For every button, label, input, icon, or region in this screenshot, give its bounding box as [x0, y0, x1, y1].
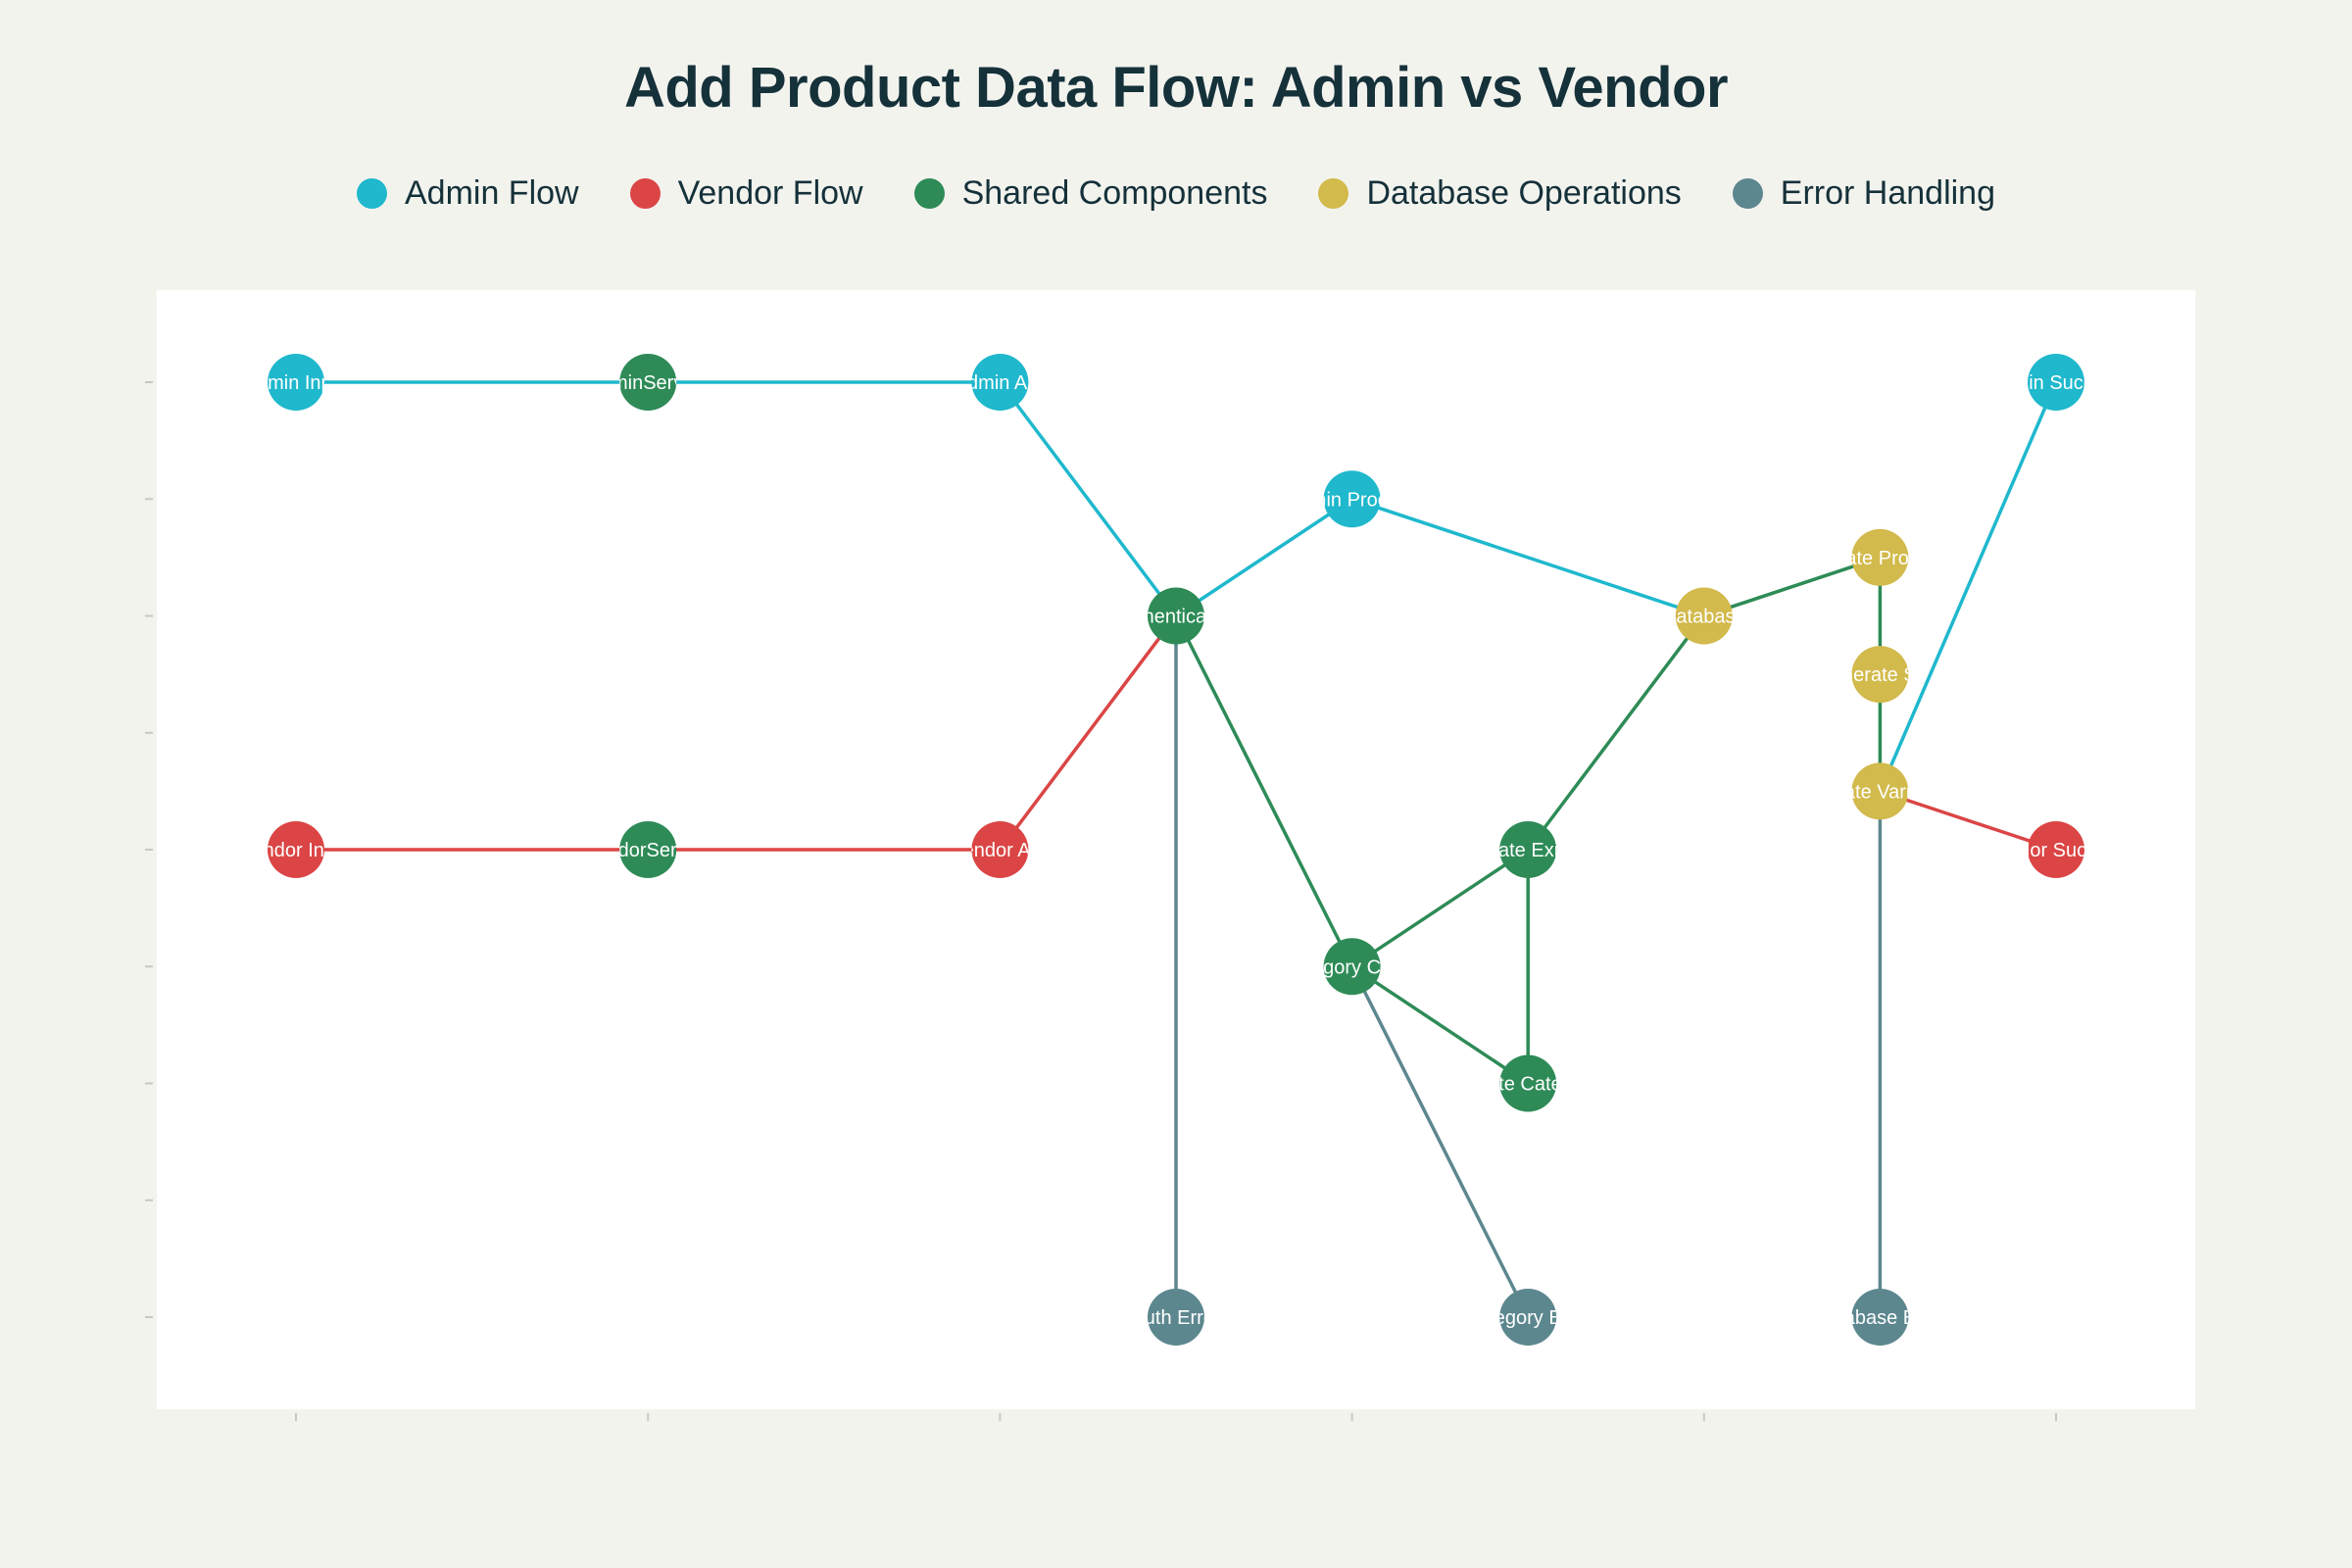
legend-item[interactable]: Database Operations — [1318, 174, 1682, 213]
legend-item[interactable]: Shared Components — [913, 174, 1268, 213]
node-label: Auth Error — [1131, 1307, 1220, 1329]
node-marker — [1499, 1054, 1557, 1112]
legend-label: Error Handling — [1780, 174, 1995, 212]
node-label: Vendor API — [951, 840, 1049, 861]
edge-line — [1349, 964, 1530, 1086]
legend-label: Database Operations — [1366, 174, 1682, 212]
edge-line — [998, 380, 1178, 618]
node-label: Category Error — [1464, 1307, 1592, 1329]
edge-line — [1174, 613, 1354, 968]
legend-marker — [356, 178, 387, 209]
legend-marker — [1732, 178, 1763, 209]
edge-line — [1349, 848, 1530, 968]
edge-line — [998, 613, 1178, 852]
legend-marker — [913, 178, 945, 209]
node-label: Create Variants — [1813, 781, 1947, 803]
node-label: Database — [1662, 607, 1746, 628]
edge-line — [1702, 556, 1883, 618]
node-marker — [971, 354, 1029, 411]
edge-line — [1174, 497, 1354, 618]
node-label: Vendor Input — [240, 840, 352, 861]
node-marker — [1499, 821, 1557, 878]
edge-line — [1526, 613, 1706, 852]
node-label: Generate SKU — [1816, 664, 1943, 686]
node-marker — [1323, 470, 1381, 528]
node-marker — [1148, 587, 1204, 645]
chart-legend: Admin Flow Vendor Flow Shared Components Da… — [0, 174, 2352, 213]
edge-line — [1349, 497, 1706, 618]
node-marker — [1675, 587, 1733, 645]
node-marker — [1148, 1289, 1204, 1346]
node-marker — [971, 821, 1029, 878]
node-marker — [268, 821, 324, 878]
node-marker — [2028, 354, 2084, 411]
node-marker — [1323, 938, 1381, 996]
node-marker — [2028, 821, 2084, 878]
node-marker — [619, 821, 677, 878]
node-label: VendorService — [584, 840, 711, 861]
legend-label: Vendor Flow — [677, 174, 863, 212]
node-marker — [1851, 762, 1909, 820]
node-label: Category Check — [1282, 956, 1423, 978]
node-marker — [1499, 1289, 1557, 1346]
legend-label: Admin Flow — [404, 174, 579, 212]
node-label: AdminService — [588, 372, 709, 394]
node-label: Create Product — [1814, 548, 1946, 569]
node-marker — [1851, 528, 1909, 586]
legend-item[interactable]: Vendor Flow — [629, 174, 863, 213]
edge-line — [1878, 380, 2058, 794]
legend-marker — [1318, 178, 1349, 209]
node-label: Database Error — [1814, 1307, 1947, 1329]
node-marker — [1851, 646, 1909, 704]
node-label: Admin Success — [1988, 372, 2124, 394]
chart-title: Add Product Data Flow: Admin vs Vendor — [623, 56, 1729, 120]
node-marker — [268, 354, 324, 411]
node-label: Create Category — [1456, 1074, 1600, 1096]
edge-line — [1349, 964, 1530, 1319]
node-label: Authentication — [1114, 607, 1239, 628]
legend-marker — [629, 178, 661, 209]
legend-item[interactable]: Admin Flow — [356, 174, 579, 213]
node-label: Vendor Success — [1985, 840, 2128, 861]
node-marker — [619, 354, 677, 411]
node-label: Admin Input — [244, 372, 349, 394]
node-label: Admin API — [955, 372, 1046, 394]
node-label: Admin Process — [1286, 489, 1418, 511]
legend-label: Shared Components — [961, 174, 1268, 212]
legend-item[interactable]: Error Handling — [1732, 174, 1995, 213]
node-marker — [1851, 1289, 1909, 1346]
edge-line — [1878, 789, 2058, 852]
node-label: Validate Existing — [1456, 840, 1599, 861]
